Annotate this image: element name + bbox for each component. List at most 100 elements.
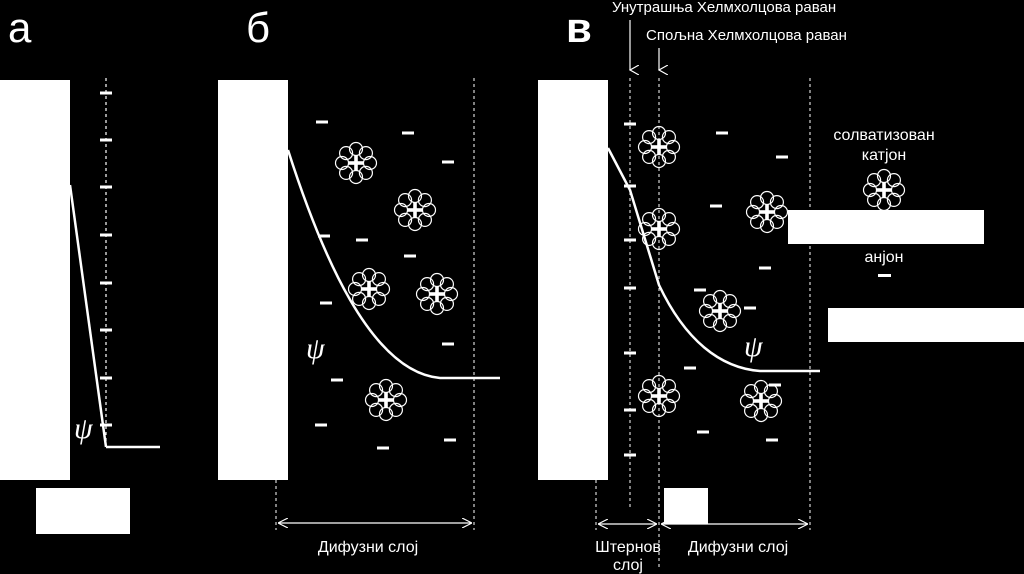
solvent-molecule — [420, 277, 435, 292]
plus-sign-v — [718, 303, 722, 319]
solvent-molecule — [420, 296, 435, 311]
legend-mask-1 — [788, 210, 984, 244]
label-mask-a — [36, 488, 130, 534]
electrode-b — [218, 80, 288, 480]
plus-sign-v — [657, 388, 661, 404]
electrode-a — [0, 80, 70, 480]
solvent-molecule — [352, 272, 367, 287]
plus-sign-v — [435, 286, 439, 302]
anion-mark — [331, 378, 343, 382]
solvent-molecule — [661, 149, 676, 164]
solvent-molecule — [769, 195, 784, 210]
solvated-cation — [637, 207, 681, 251]
solvated-cation — [862, 168, 906, 212]
solvent-molecule — [371, 272, 386, 287]
legend-solvated-cation-icon — [862, 168, 906, 212]
solvent-molecule — [339, 146, 354, 161]
anion-mark — [442, 342, 454, 346]
surface-charges-a — [100, 91, 112, 427]
solvent-molecule — [763, 403, 778, 418]
panel-b: б Дифузни слој ψ — [218, 4, 500, 556]
panel-a: а ψ — [0, 4, 160, 534]
surface-charge — [100, 233, 112, 237]
label-mask-c-bottom — [664, 488, 708, 524]
surface-charge — [100, 281, 112, 285]
panel-c: в Унутрашња Хелмхолцова раван Спољна Хел… — [538, 0, 847, 574]
surface-charge — [100, 185, 112, 189]
solvated-cation — [698, 289, 742, 333]
solvent-molecule — [763, 384, 778, 399]
anion-mark — [744, 306, 756, 310]
solvent-molecule — [398, 193, 413, 208]
diffuse-layer-label-c: Дифузни слој — [688, 539, 788, 556]
solvent-molecule — [744, 403, 759, 418]
anion-mark — [444, 438, 456, 442]
psi-label-b: ψ — [306, 332, 326, 365]
anion-mark — [759, 266, 771, 270]
anion-mark — [684, 366, 696, 370]
solvated-cation — [334, 141, 378, 185]
solvent-molecule — [722, 313, 737, 328]
anion-mark — [716, 131, 728, 135]
solvent-molecule — [642, 379, 657, 394]
surface-charge — [624, 238, 636, 242]
solvent-molecule — [417, 212, 432, 227]
outer-helmholtz-plane-label: Спољна Хелмхолцова раван — [646, 27, 847, 44]
solvated-cation — [393, 188, 437, 232]
surface-charge — [100, 376, 112, 380]
anion-mark — [694, 288, 706, 292]
legend-anion-icon — [878, 274, 891, 277]
solvent-molecule — [417, 193, 432, 208]
solvent-molecule — [750, 214, 765, 229]
legend-solvated-cation-line1: солватизован — [833, 127, 934, 144]
potential-curve-b — [286, 149, 500, 380]
psi-label-a: ψ — [74, 412, 94, 445]
solvent-molecule — [369, 402, 384, 417]
plus-sign-v — [759, 393, 763, 409]
solvent-molecule — [339, 165, 354, 180]
solvent-molecule — [661, 379, 676, 394]
ions-b — [315, 120, 459, 450]
surface-charge — [624, 286, 636, 290]
legend-solvated-cation-line2: катјон — [862, 147, 907, 164]
solvent-molecule — [369, 383, 384, 398]
anion-mark — [769, 383, 781, 387]
anion-mark — [442, 160, 454, 164]
solvent-molecule — [722, 294, 737, 309]
anion-mark — [356, 238, 368, 242]
solvent-molecule — [886, 192, 901, 207]
solvated-cation — [637, 125, 681, 169]
solvent-molecule — [661, 398, 676, 413]
plus-sign-v — [384, 392, 388, 408]
electrode-c — [538, 80, 608, 480]
plus-sign-v — [882, 182, 886, 198]
anion-mark — [315, 423, 327, 427]
surface-charge — [624, 122, 636, 126]
solvent-molecule — [867, 173, 882, 188]
plus-sign-v — [765, 204, 769, 220]
solvent-molecule — [358, 146, 373, 161]
panel-a-label: а — [8, 4, 32, 51]
anion-mark — [377, 446, 389, 450]
solvent-molecule — [642, 149, 657, 164]
solvent-molecule — [703, 294, 718, 309]
anion-mark — [404, 254, 416, 258]
solvated-cation — [745, 190, 789, 234]
anion-mark — [710, 204, 722, 208]
plus-sign-v — [657, 139, 661, 155]
solvated-cation — [415, 272, 459, 316]
solvent-molecule — [371, 291, 386, 306]
solvated-cation — [364, 378, 408, 422]
ions-c — [637, 125, 789, 442]
plus-sign-v — [354, 155, 358, 171]
anion-mark — [697, 430, 709, 434]
solvent-molecule — [358, 165, 373, 180]
anion-mark — [776, 155, 788, 159]
surface-charge — [100, 423, 112, 427]
psi-label-c: ψ — [744, 330, 764, 363]
solvated-cation — [347, 267, 391, 311]
solvent-molecule — [398, 212, 413, 227]
stern-layer-label-line1: Штернов — [595, 539, 661, 556]
diffuse-layer-label-b: Дифузни слој — [318, 539, 418, 556]
